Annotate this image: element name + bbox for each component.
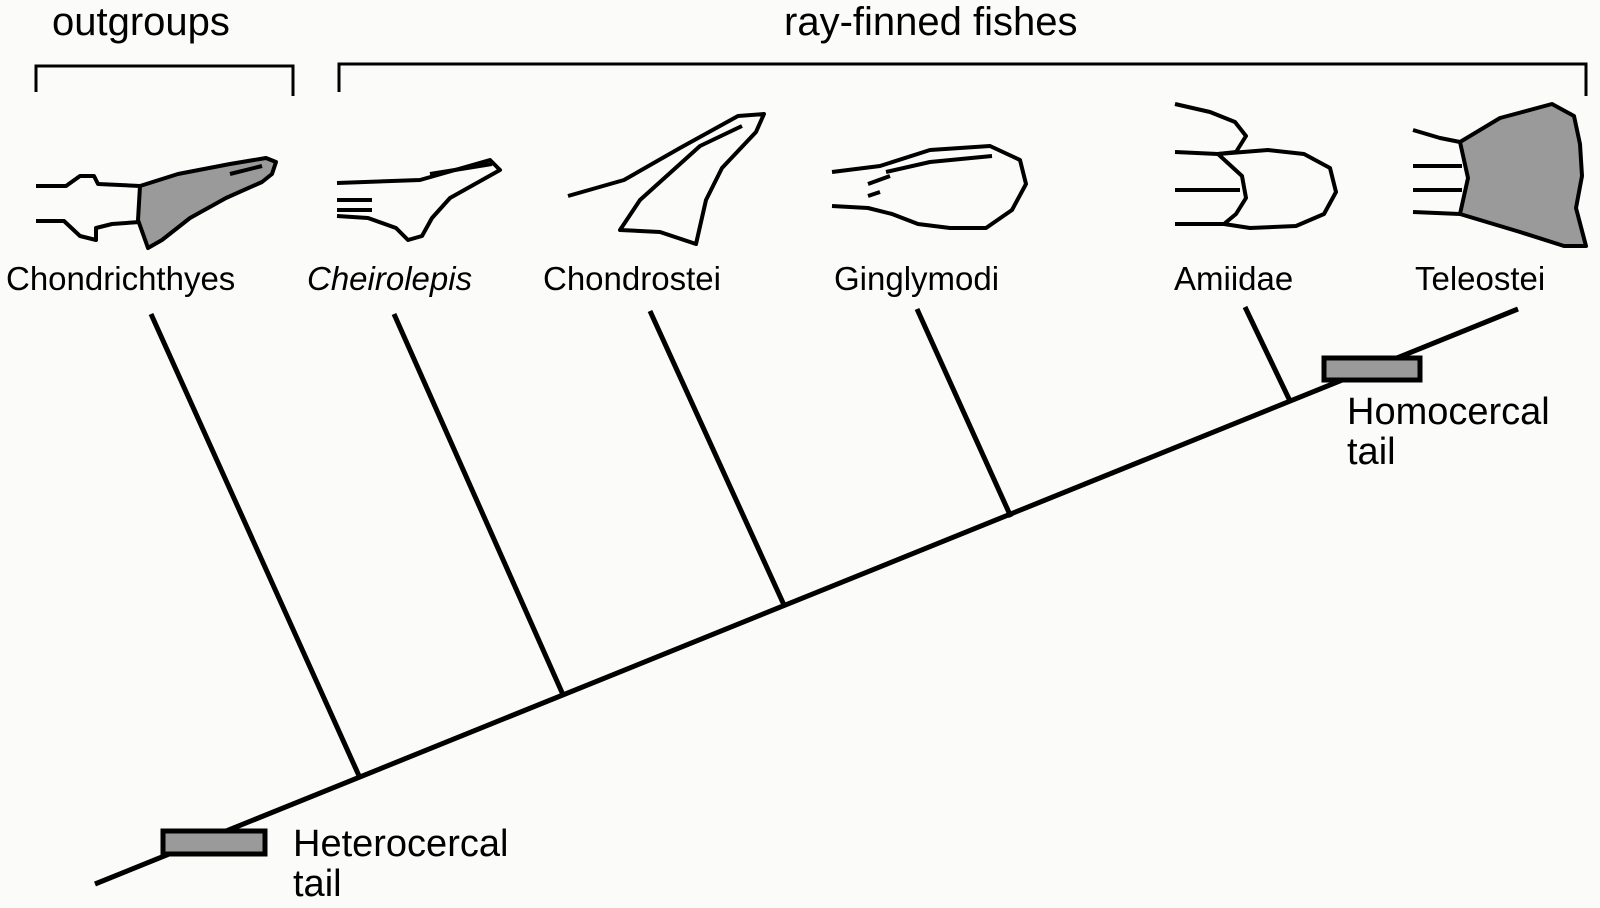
abbreviated-heterocercal-tail-icon — [831, 144, 1028, 230]
homocercal-tail-label: Homocercal tail — [1347, 392, 1550, 472]
cladogram-trunk — [94, 306, 1519, 887]
taxon-label-ginglymodi: Ginglymodi — [834, 260, 1000, 297]
heterocercal-tail-icon — [336, 158, 502, 242]
heterocercal-tail-icon — [567, 112, 766, 246]
homocercal-character-bar — [1321, 355, 1423, 383]
taxon-label-teleostei: Teleostei — [1415, 260, 1546, 297]
heterocercal-tail-label: Heterocercal tail — [293, 824, 508, 904]
branch-chondrostei — [647, 309, 787, 607]
homocercal-label-line1: Homocercal — [1347, 391, 1550, 433]
shark-heterocercal-tail-icon — [36, 156, 278, 250]
homocercal-tail-icon — [1412, 102, 1588, 248]
taxon-label-chondrostei: Chondrostei — [543, 260, 721, 297]
ray-finned-bracket — [337, 62, 1588, 96]
branch-cheirolepis — [391, 312, 567, 699]
taxon-label-cheirolepis: Cheirolepis — [307, 260, 473, 297]
branch-amiidae — [1242, 305, 1293, 403]
heterocercal-label-line2: tail — [293, 863, 342, 905]
homocercal-label-line2: tail — [1347, 431, 1396, 473]
abbreviated-heterocercal-tail-icon — [1174, 102, 1338, 230]
outgroups-label: outgroups — [52, 0, 230, 44]
branch-chondrichthyes — [148, 312, 363, 780]
outgroups-bracket — [34, 64, 295, 96]
heterocercal-label-line1: Heterocercal — [293, 823, 509, 865]
ray-finned-fishes-label: ray-finned fishes — [784, 0, 1078, 44]
heterocercal-character-bar — [160, 828, 268, 857]
taxon-label-chondrichthyes: Chondrichthyes — [6, 260, 236, 297]
branch-ginglymodi — [914, 307, 1014, 519]
taxon-label-amiidae: Amiidae — [1174, 260, 1294, 297]
